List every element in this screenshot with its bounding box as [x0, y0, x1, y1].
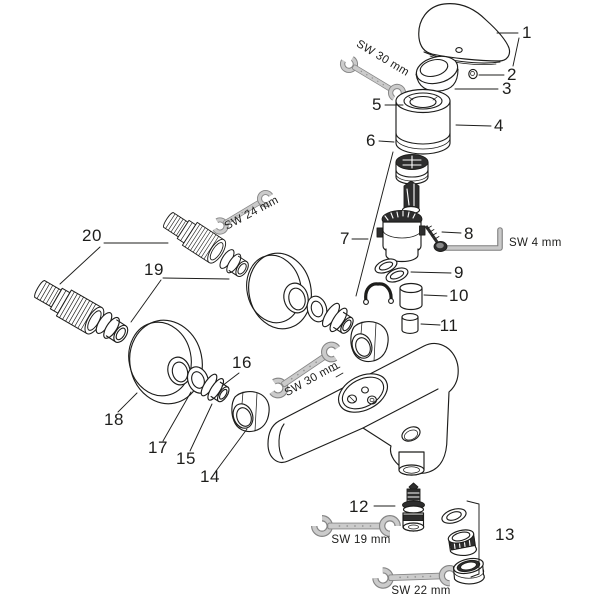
part-label-11: 11 — [440, 316, 459, 335]
filter-insert-upper — [321, 302, 354, 334]
part-label-6: 6 — [366, 131, 376, 150]
leader-19 — [130, 277, 230, 323]
part-label-9: 9 — [454, 263, 464, 282]
part-label-1: 1 — [522, 23, 532, 42]
part-label-7: 7 — [340, 229, 350, 248]
leader-1-2 — [512, 37, 520, 67]
tool-label-sw4: SW 4 mm — [509, 237, 562, 249]
seal-ring-set — [374, 258, 409, 283]
cartridge-retaining-nut — [395, 154, 429, 185]
part-label-3: 3 — [502, 79, 512, 98]
part-label-19: 19 — [144, 260, 164, 279]
flange-holes — [346, 386, 378, 405]
part-label-16: 16 — [232, 353, 252, 372]
leader-6 — [378, 140, 395, 143]
part-label-17: 17 — [148, 438, 168, 457]
part-label-20: 20 — [82, 226, 102, 245]
part-label-18: 18 — [104, 410, 124, 429]
o-ring-upper — [306, 295, 328, 323]
part-label-2: 2 — [507, 65, 517, 84]
part-label-4: 4 — [494, 116, 504, 135]
part-label-8: 8 — [464, 224, 474, 243]
tool-label-sw22: SW 22 mm — [391, 585, 450, 597]
tool-label-sw24: SW 24 mm — [223, 194, 281, 232]
leader-9 — [410, 271, 452, 274]
leader-10 — [423, 294, 448, 297]
check-valve-insert — [200, 373, 230, 403]
bushing-11 — [401, 313, 419, 334]
part-label-15: 15 — [176, 449, 196, 468]
tool-label-sw19: SW 19 mm — [331, 534, 390, 546]
leader-4 — [455, 124, 492, 127]
part-label-10: 10 — [449, 286, 469, 305]
open-end-wrench-icon — [314, 518, 397, 534]
open-end-wrench-icon — [375, 568, 457, 586]
union-nut-upper — [350, 321, 389, 363]
leader-18 — [117, 392, 138, 413]
adapter-upper — [219, 249, 249, 277]
part-label-14: 14 — [200, 467, 220, 486]
diverter-valve — [402, 482, 425, 532]
bushing-10 — [399, 282, 423, 311]
part-label-12: 12 — [349, 497, 369, 516]
aerator-insert — [447, 529, 477, 556]
handle-grub-screw — [468, 68, 478, 80]
cartridge-cap — [395, 88, 451, 155]
handle-sleeve-ring — [415, 55, 459, 92]
leader-8 — [441, 231, 462, 234]
aerator-shell — [452, 557, 485, 585]
retaining-clip — [363, 282, 394, 305]
wrench-sw19 — [314, 518, 397, 534]
leader-13 — [466, 500, 480, 578]
s-union-upper — [163, 212, 227, 264]
leader-16 — [221, 372, 240, 387]
leader-lines — [59, 32, 520, 578]
lever-handle — [418, 3, 511, 65]
leader-20 — [59, 242, 169, 285]
aerator-washer — [441, 508, 467, 524]
faucet-body — [267, 342, 459, 476]
leader-11 — [420, 323, 441, 326]
escutcheon-lower — [128, 319, 203, 405]
cartridge — [376, 180, 426, 263]
leader-15 — [189, 403, 213, 452]
union-nut-14 — [231, 391, 270, 433]
leader-7 — [351, 151, 394, 297]
part-label-13: 13 — [495, 525, 515, 544]
s-union-lower — [34, 279, 105, 335]
escutcheon-upper — [246, 252, 312, 330]
adapter-lower — [95, 311, 129, 343]
cartridge-screw — [424, 225, 448, 252]
diverter-boss — [398, 451, 425, 476]
leader-14 — [215, 428, 248, 472]
part-number-labels: 1 2 3 4 5 6 7 8 9 10 11 12 13 14 15 16 1… — [82, 23, 532, 544]
leader-17 — [162, 391, 192, 442]
wrench-sw22 — [375, 568, 457, 586]
part-label-5: 5 — [372, 95, 382, 114]
hex-key-sw4 — [443, 227, 503, 251]
